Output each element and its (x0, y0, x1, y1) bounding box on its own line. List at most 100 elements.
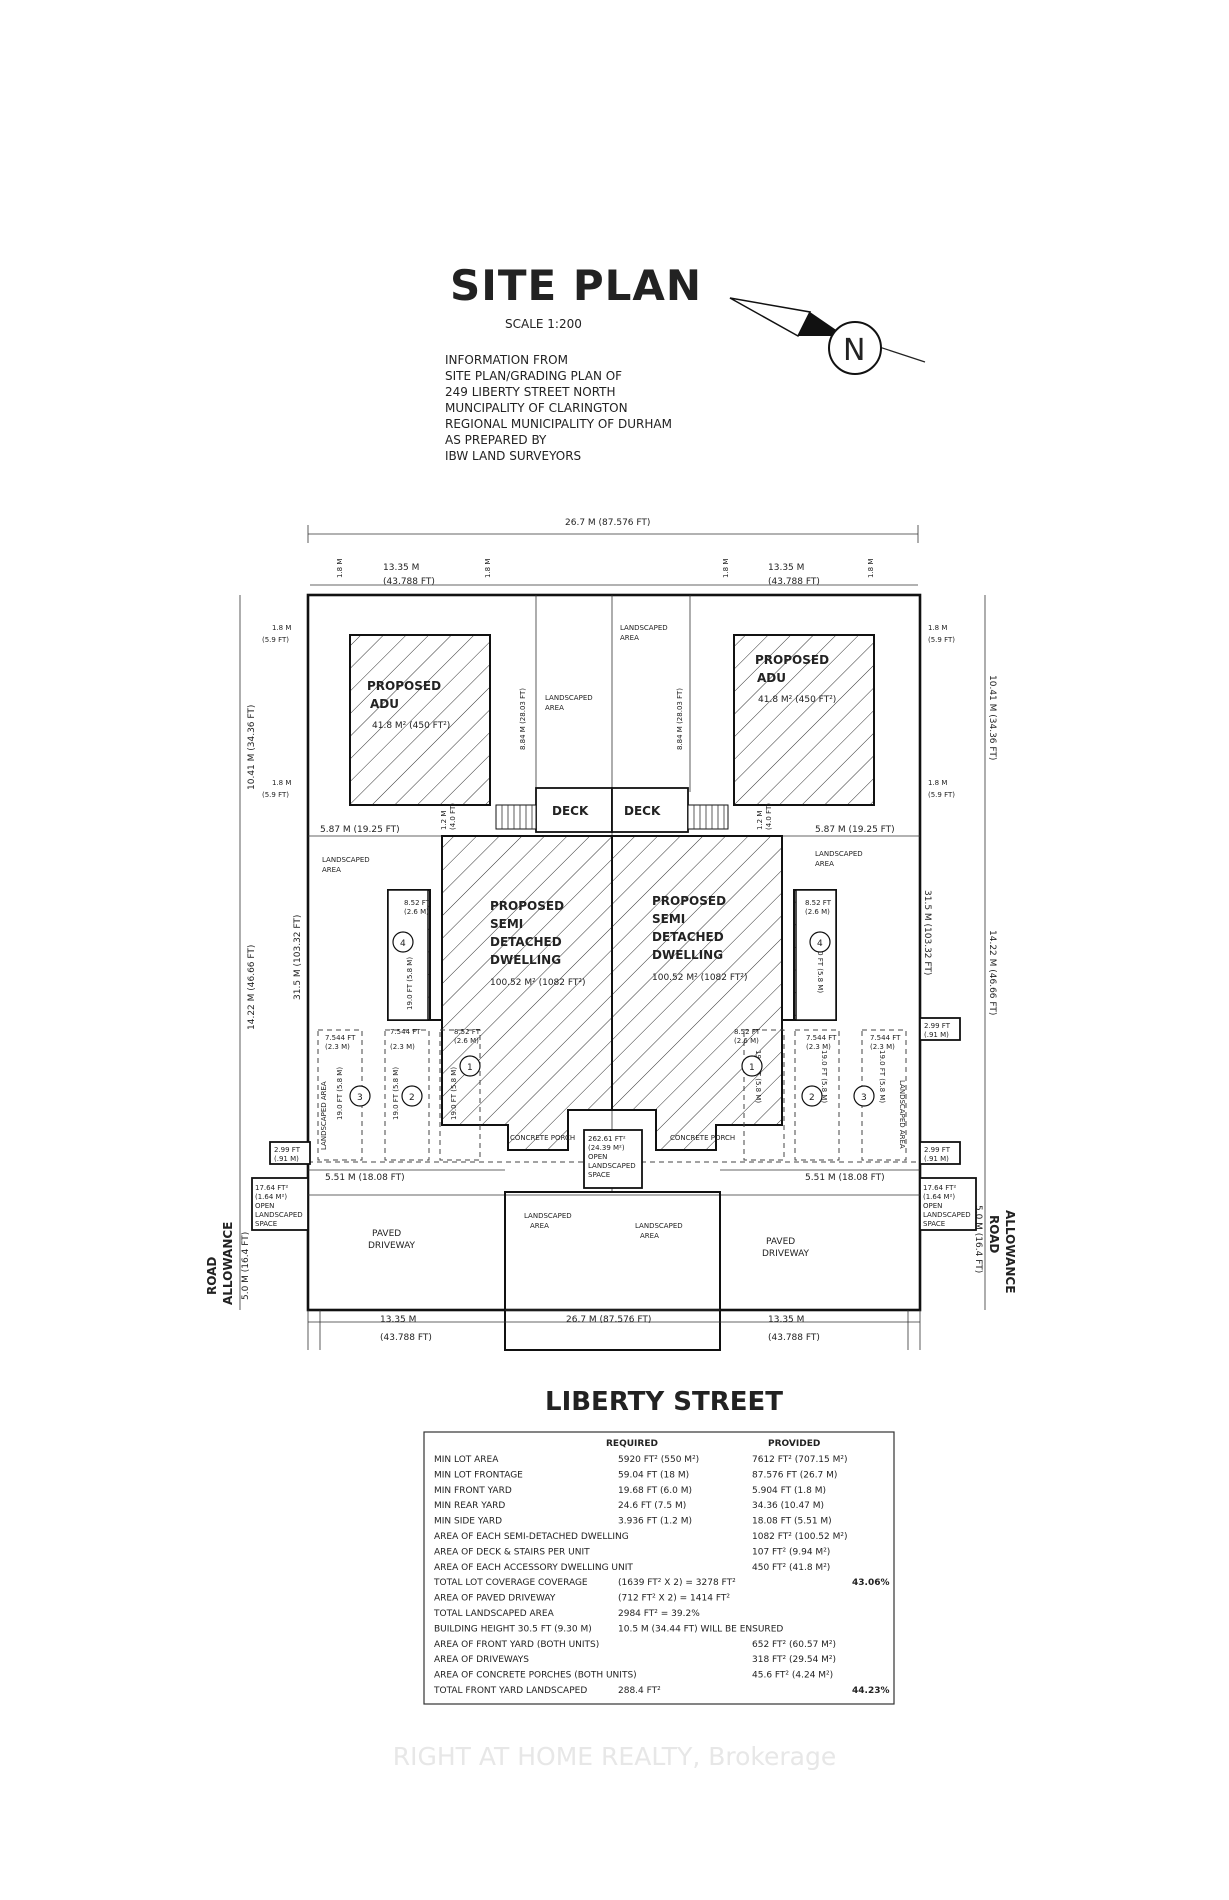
table-row-required: 5920 FT² (550 M²) (618, 1455, 699, 1465)
svg-text:4: 4 (817, 939, 823, 949)
landscaped-area-label: LANDSCAPED (815, 850, 863, 858)
stall-number-3-left: 3 (349, 1085, 371, 1107)
street-name: LIBERTY STREET (545, 1387, 783, 1417)
dim-side-width: 5.87 M (19.25 FT) (815, 825, 895, 835)
table-row-required: 59.04 FT (18 M) (618, 1470, 689, 1480)
adu-left-sub: ADU (370, 697, 399, 711)
dwelling-right-area: 100.52 M² (1082 FT²) (652, 973, 748, 983)
svg-text:4: 4 (400, 939, 406, 949)
svg-text:(1.64 M²): (1.64 M²) (923, 1193, 955, 1201)
dim-front-depth: 5.0 M (16.4 FT) (973, 1205, 983, 1273)
dim-label: (43.788 FT) (380, 1333, 432, 1343)
dim-lot-depth: 14.22 M (46.66 FT) (987, 930, 997, 1015)
table-row-provided: 5.904 FT (1.8 M) (752, 1486, 826, 1496)
dim-label: 13.35 M (768, 563, 804, 573)
info-block: INFORMATION FROM SITE PLAN/GRADING PLAN … (445, 353, 672, 463)
stall-dim: (2.6 M) (404, 908, 429, 916)
table-row-label: AREA OF PAVED DRIVEWAY (434, 1594, 556, 1604)
stall-number-4-left: 4 (392, 931, 414, 953)
svg-text:LANDSCAPED: LANDSCAPED (255, 1211, 303, 1219)
paved-driveway-left: PAVED (372, 1229, 401, 1239)
info-line: INFORMATION FROM (445, 353, 568, 367)
adu-left-area: 41.8 M² (450 FT²) (372, 721, 450, 731)
svg-text:SPACE: SPACE (923, 1220, 945, 1228)
stall-dim: (2.3 M) (806, 1043, 831, 1051)
dim-label: (.91 M) (924, 1155, 949, 1163)
table-row-label: AREA OF EACH SEMI-DETACHED DWELLING (434, 1532, 629, 1542)
adu-right-area: 41.8 M² (450 FT²) (758, 695, 836, 705)
table-row-required: 288.4 FT² (618, 1686, 661, 1696)
dim-label: (43.788 FT) (768, 577, 820, 587)
info-line: IBW LAND SURVEYORS (445, 449, 581, 463)
stall-number-2-left: 2 (401, 1085, 423, 1107)
stall-dim: 7.544 FT (870, 1034, 901, 1042)
landscaped-strip-left: LANDSCAPED AREA (320, 1081, 328, 1150)
dim-adu-gap: 8.84 M (28.03 FT) (519, 688, 527, 750)
open-landscaped-center: 262.61 FT² (24.39 M²) OPEN LANDSCAPED SP… (583, 1129, 643, 1189)
adu-right (733, 634, 875, 806)
table-row-label: AREA OF CONCRETE PORCHES (BOTH UNITS) (434, 1671, 637, 1681)
table-row-provided: 652 FT² (60.57 M²) (752, 1640, 836, 1650)
dim-label: (.91 M) (924, 1031, 949, 1039)
table-row-provided: 18.08 FT (5.51 M) (752, 1517, 832, 1527)
landscaped-area-label: LANDSCAPED (620, 624, 668, 632)
table-row-provided: 318 FT² (29.54 M²) (752, 1655, 836, 1665)
table-row-label: BUILDING HEIGHT 30.5 FT (9.30 M) (434, 1624, 592, 1634)
dim-label: (43.788 FT) (768, 1333, 820, 1343)
dwelling-left-area: 100.52 M² (1082 FT²) (490, 978, 586, 988)
paved-driveway-right: DRIVEWAY (762, 1249, 810, 1259)
table-row-label: MIN REAR YARD (434, 1501, 505, 1511)
parking-stall (794, 1029, 840, 1161)
table-row-required: (1639 FT² X 2) = 3278 FT² (618, 1578, 736, 1588)
landscaped-area-label: AREA (322, 866, 341, 874)
table-row-label: AREA OF DECK & STAIRS PER UNIT (434, 1547, 590, 1557)
dim-label: (5.9 FT) (262, 791, 289, 799)
info-line: REGIONAL MUNICIPALITY OF DURHAM (445, 417, 672, 431)
stall-dim: (2.3 M) (325, 1043, 350, 1051)
dwelling-right-sub: SEMI (652, 912, 685, 926)
dwelling-right-title: PROPOSED (652, 894, 726, 908)
dim-overall-width: 26.7 M (87.576 FT) (565, 518, 650, 528)
svg-text:OPEN: OPEN (255, 1202, 274, 1210)
paved-driveway-left: DRIVEWAY (368, 1241, 416, 1251)
dim-deck-gap: 1.2 M (440, 811, 448, 830)
dim-label: 1.8 M (272, 624, 291, 632)
adu-right-title: PROPOSED (755, 653, 829, 667)
dwelling-left-sub: DWELLING (490, 953, 561, 967)
dim-mid-depth: 31.5 M (103.32 FT) (922, 890, 932, 975)
table-row-label: AREA OF FRONT YARD (BOTH UNITS) (434, 1640, 599, 1650)
info-line: AS PREPARED BY (445, 433, 547, 447)
svg-text:3: 3 (861, 1093, 867, 1103)
stall-dim: 8.52 FT (404, 899, 431, 907)
road-allowance-left: ALLOWANCE (221, 1222, 235, 1305)
adu-right-sub: ADU (757, 671, 786, 685)
stall-dim: 7.544 FT (325, 1034, 356, 1042)
table-row-provided: 34.36 (10.47 M) (752, 1501, 824, 1511)
parking-stall (439, 1029, 481, 1161)
dim-adu-gap: 8.84 M (28.03 FT) (676, 688, 684, 750)
table-row-extra: 44.23% (852, 1686, 890, 1696)
svg-text:SPACE: SPACE (588, 1171, 610, 1179)
dim-label: (5.9 FT) (262, 636, 289, 644)
dim-label: 1.8 M (272, 779, 291, 787)
dim-front-width: 5.51 M (18.08 FT) (805, 1173, 885, 1183)
info-line: 249 LIBERTY STREET NORTH (445, 385, 616, 399)
svg-text:262.61 FT²: 262.61 FT² (588, 1135, 626, 1143)
table-row-label: AREA OF EACH ACCESSORY DWELLING UNIT (434, 1563, 633, 1573)
road-allowance-left: ROAD (205, 1257, 219, 1295)
dim-label: 1.8 M (928, 779, 947, 787)
svg-text:(24.39 M²): (24.39 M²) (588, 1144, 625, 1152)
dim-deck-gap: (4.0 FT) (449, 803, 457, 830)
svg-text:1: 1 (467, 1063, 473, 1073)
stall-dim: 19.0 FT (5.8 M) (406, 957, 414, 1010)
svg-text:17.64 FT²: 17.64 FT² (255, 1184, 288, 1192)
stall-number-4-right: 4 (809, 931, 831, 953)
dwelling-right-sub: DETACHED (652, 930, 724, 944)
table-row-label: TOTAL LOT COVERAGE COVERAGE (433, 1578, 588, 1588)
stall-dim: 7.544 FT (390, 1028, 421, 1036)
stall-number-1-left: 1 (459, 1055, 481, 1077)
dim-label: (5.9 FT) (928, 791, 955, 799)
dim-label: 1.8 M (928, 624, 947, 632)
dwelling-right-sub: DWELLING (652, 948, 723, 962)
plan-scale: SCALE 1:200 (505, 317, 582, 331)
